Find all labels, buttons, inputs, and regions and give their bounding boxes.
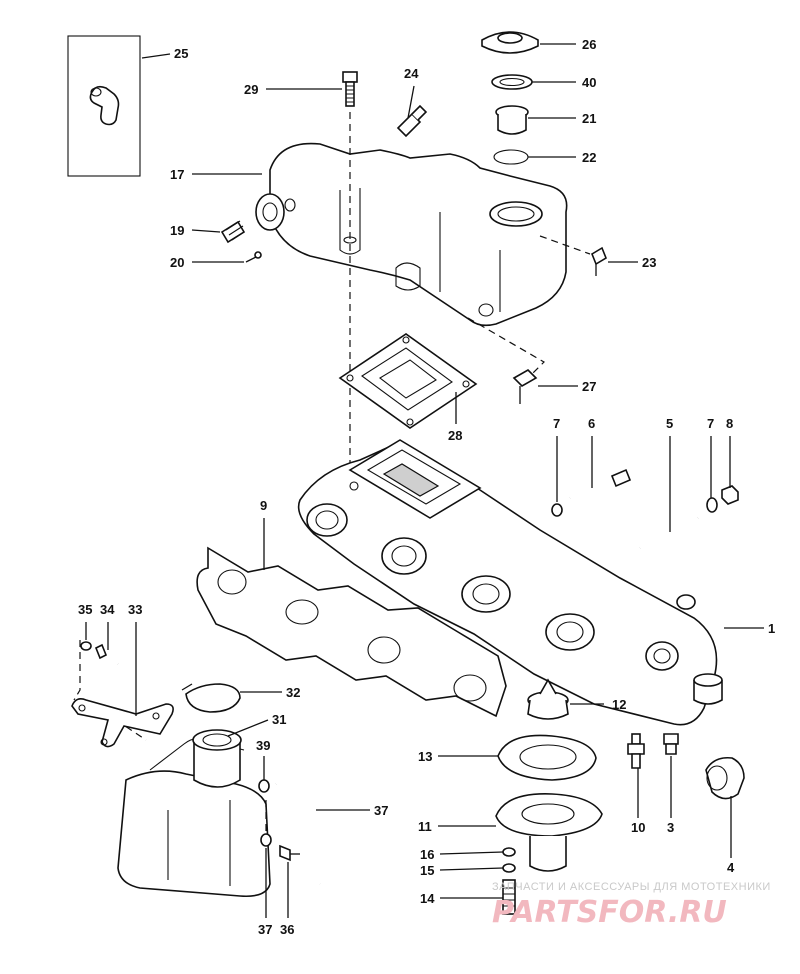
label-23: 23 <box>642 255 656 270</box>
part-39-clamp <box>258 779 270 793</box>
label-8: 8 <box>726 416 733 431</box>
label-35: 35 <box>78 602 92 617</box>
label-7b: 7 <box>707 416 714 431</box>
reservoir-tank <box>117 738 271 898</box>
label-39: 39 <box>256 738 270 753</box>
part-15-lockwasher <box>502 863 516 873</box>
label-6: 6 <box>588 416 595 431</box>
part-1-exhaust-manifold <box>297 439 723 726</box>
label-10: 10 <box>631 820 645 835</box>
part-28-gasket <box>338 333 478 429</box>
part-10-sensor <box>627 733 645 769</box>
label-24: 24 <box>404 66 419 81</box>
part-33-bracket <box>71 698 174 748</box>
label-28: 28 <box>448 428 462 443</box>
label-1: 1 <box>768 621 775 636</box>
label-21: 21 <box>582 111 596 126</box>
part-17-exhaust-elbow <box>255 142 568 327</box>
part-37-hose <box>275 779 322 885</box>
label-3: 3 <box>667 820 674 835</box>
part-21-filler-neck <box>495 105 529 135</box>
label-32: 32 <box>286 685 300 700</box>
label-37b: 37 <box>258 922 272 937</box>
label-33: 33 <box>128 602 142 617</box>
label-27: 27 <box>582 379 596 394</box>
part-32-cap <box>181 683 241 713</box>
label-4: 4 <box>727 860 735 875</box>
part-5-stud <box>639 516 699 550</box>
part-23-fitting <box>591 246 607 276</box>
part-12-thermostat <box>527 678 569 720</box>
part-9-gasket <box>196 546 507 718</box>
label-29: 29 <box>244 82 258 97</box>
label-7a: 7 <box>553 416 560 431</box>
label-31: 31 <box>272 712 286 727</box>
part-24-fitting <box>396 104 428 138</box>
part-25-inset-box <box>67 35 141 177</box>
label-9: 9 <box>260 498 267 513</box>
part-14-bolt <box>502 879 516 915</box>
part-34-bolt <box>94 643 119 666</box>
label-36: 36 <box>280 922 294 937</box>
part-11-thermostat-housing <box>495 793 603 872</box>
part-8-nut <box>721 485 739 505</box>
label-34: 34 <box>100 602 115 617</box>
label-13: 13 <box>418 749 432 764</box>
callout-labels: 25 29 24 26 40 21 22 17 19 20 23 27 28 7… <box>78 37 775 937</box>
label-26: 26 <box>582 37 596 52</box>
leader-lines <box>85 43 764 918</box>
part-22-o-ring <box>493 149 529 165</box>
label-12: 12 <box>612 697 626 712</box>
part-40-gasket <box>491 74 533 90</box>
label-11: 11 <box>418 819 432 834</box>
part-7-washer-b <box>706 497 718 513</box>
part-7-washer-a <box>551 503 563 517</box>
label-25: 25 <box>174 46 188 61</box>
label-17: 17 <box>170 167 184 182</box>
watermark: ЗАПЧАСТИ И АКСЕССУАРЫ ДЛЯ МОТОТЕХНИКИ PA… <box>492 881 771 930</box>
label-37a: 37 <box>374 803 388 818</box>
label-15: 15 <box>420 863 434 878</box>
part-36-bolt <box>279 844 300 862</box>
watermark-tagline: ЗАПЧАСТИ И АКСЕССУАРЫ ДЛЯ МОТОТЕХНИКИ <box>492 881 771 893</box>
label-40: 40 <box>582 75 596 90</box>
part-13-gasket <box>497 734 597 781</box>
watermark-brand: PARTSFOR.RU <box>492 895 727 930</box>
part-27-fitting <box>512 369 538 404</box>
part-6-bolt <box>569 468 632 501</box>
part-4-bushing <box>705 756 745 800</box>
part-19-plug <box>220 220 246 244</box>
alignment-line-23 <box>539 235 591 255</box>
part-26-cap <box>481 31 539 54</box>
label-20: 20 <box>170 255 184 270</box>
label-14: 14 <box>420 891 435 906</box>
part-16-washer <box>502 847 516 857</box>
label-5: 5 <box>666 416 673 431</box>
part-20-screw <box>245 251 262 263</box>
part-29-bolt <box>342 71 358 107</box>
label-19: 19 <box>170 223 184 238</box>
part-31-filler-neck <box>192 729 242 788</box>
label-16: 16 <box>420 847 434 862</box>
part-35-washer <box>80 641 92 651</box>
label-22: 22 <box>582 150 596 165</box>
part-37-washer <box>260 833 272 847</box>
alignment-line-27 <box>467 317 545 377</box>
part-3-plug <box>663 733 679 755</box>
